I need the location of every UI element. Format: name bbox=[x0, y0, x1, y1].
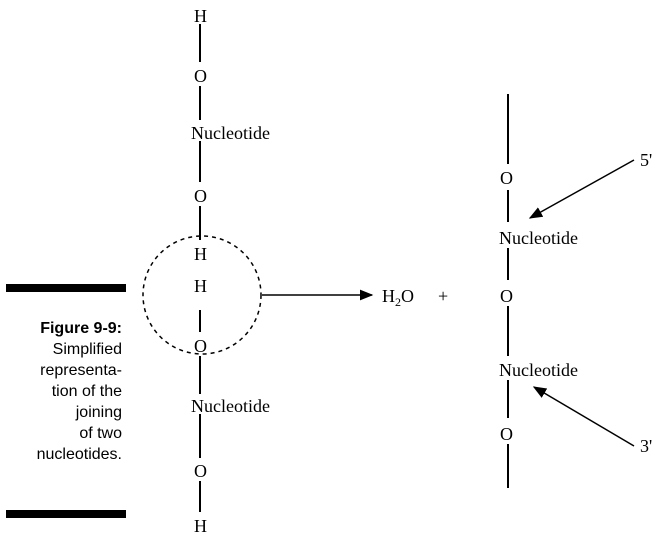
left-bottom-h: H bbox=[194, 516, 207, 536]
label-3prime: 3' bbox=[640, 436, 652, 456]
left-mid-o: O bbox=[194, 186, 207, 206]
left-top-o: O bbox=[194, 66, 207, 86]
water-o: O bbox=[401, 286, 414, 306]
left-bottom-nucleotide: Nucleotide bbox=[191, 396, 270, 416]
arrow-3prime bbox=[532, 386, 635, 447]
figure-label: Figure 9-9: bbox=[40, 320, 122, 337]
right-nucleotide-1: Nucleotide bbox=[499, 228, 578, 248]
right-o-2: O bbox=[500, 286, 513, 306]
water-subscript: 2 bbox=[395, 295, 401, 309]
left-circled-h-lower: H bbox=[194, 276, 207, 296]
water-molecule: H2O bbox=[382, 286, 414, 309]
figure-caption: Figure 9-9: Simplified representa- tion … bbox=[0, 318, 122, 465]
left-bottom-o: O bbox=[194, 461, 207, 481]
reaction-circle bbox=[142, 235, 262, 355]
water-h: H bbox=[382, 286, 395, 306]
right-o-3: O bbox=[500, 424, 513, 444]
left-top-nucleotide: Nucleotide bbox=[191, 123, 270, 143]
left-circled-h-upper: H bbox=[194, 244, 207, 264]
figure-caption-text: Simplified representa- tion of the joini… bbox=[36, 341, 122, 463]
caption-top-bar bbox=[6, 284, 126, 292]
left-circled-o: O bbox=[194, 336, 207, 356]
label-5prime: 5' bbox=[640, 150, 652, 170]
right-nucleotide-2: Nucleotide bbox=[499, 360, 578, 380]
caption-bottom-bar bbox=[6, 510, 126, 518]
right-o-1: O bbox=[500, 168, 513, 188]
plus-sign: + bbox=[438, 286, 448, 306]
left-top-h: H bbox=[194, 6, 207, 26]
arrow-5prime bbox=[528, 159, 635, 219]
